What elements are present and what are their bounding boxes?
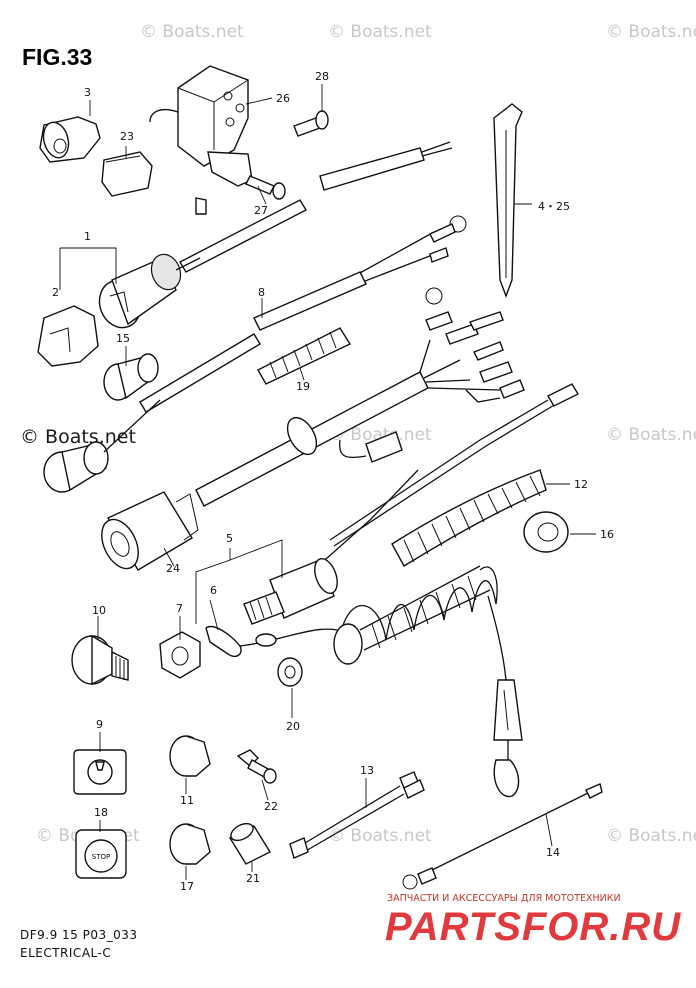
- part-18-stop-plate: STOP: [75, 829, 127, 879]
- part-21-tube: [229, 822, 271, 865]
- main-harness: [195, 287, 579, 547]
- label-part-20: 20: [286, 720, 300, 733]
- coiled-lanyard: [333, 565, 523, 798]
- label-part-12: 12: [574, 478, 588, 491]
- label-part-4-25: 4・25: [538, 200, 570, 213]
- label-part-27: 27: [254, 204, 268, 217]
- label-part-23: 23: [120, 130, 134, 143]
- part-20-washer: [277, 657, 303, 687]
- leader-lines: [59, 84, 596, 880]
- label-part-11: 11: [180, 794, 194, 807]
- part-24-connector: [101, 491, 199, 571]
- label-part-13: 13: [360, 764, 374, 777]
- part-11-cap: [169, 735, 211, 777]
- part-5-stop-switch: [243, 469, 419, 625]
- watermark: © Boats.net: [328, 826, 432, 846]
- part-22-bolt: [236, 749, 277, 784]
- label-part-2: 2: [52, 286, 59, 299]
- label-part-17: 17: [180, 880, 194, 893]
- part-12-corrugated-tube: [391, 469, 547, 567]
- part-8-tube: [139, 271, 367, 413]
- label-part-3: 3: [84, 86, 91, 99]
- part-9-plate: [73, 749, 127, 795]
- watermark: © Boats.net: [328, 22, 432, 42]
- label-part-7: 7: [176, 602, 183, 615]
- watermark: © Boats.net: [606, 425, 696, 445]
- part-4-25-cable-tie: [493, 103, 523, 298]
- figure-title: FIG.33: [22, 44, 93, 70]
- part-17-cap: [169, 823, 211, 865]
- watermark-dark: © Boats.net: [20, 426, 136, 448]
- part-27-screw: [195, 175, 286, 215]
- part-23-pad: [101, 151, 153, 197]
- part-7-nut: [159, 631, 201, 679]
- harness-upper: [179, 141, 467, 291]
- label-part-19: 19: [296, 380, 310, 393]
- grommet-lower-left: [43, 399, 161, 493]
- part-6-clip: [205, 625, 351, 658]
- label-part-5: 5: [226, 532, 233, 545]
- label-part-21: 21: [246, 872, 260, 885]
- label-part-26: 26: [276, 92, 290, 105]
- part-28-screw: [293, 110, 329, 137]
- label-part-8: 8: [258, 286, 265, 299]
- part-16-grommet: [523, 511, 569, 553]
- label-part-6: 6: [210, 584, 217, 597]
- label-part-24: 24: [166, 562, 180, 575]
- label-part-1: 1: [84, 230, 91, 243]
- part-3-plug: [39, 116, 101, 163]
- part-14-lead: [402, 783, 603, 890]
- label-part-10: 10: [92, 604, 106, 617]
- label-part-28: 28: [315, 70, 329, 83]
- part-19-sleeve: [257, 327, 352, 385]
- watermark: © Boats.net: [606, 22, 696, 42]
- model-code: DF9.9 15 P03_033: [20, 928, 138, 942]
- label-part-15: 15: [116, 332, 130, 345]
- stop-plate-text: STOP: [92, 853, 110, 861]
- watermark: © Boats.net: [140, 22, 244, 42]
- watermark: © Boats.net: [606, 826, 696, 846]
- part-1-connector: [98, 253, 201, 329]
- section-name: ELECTRICAL-C: [20, 946, 112, 960]
- part-10-switch: [71, 634, 129, 686]
- part-26-bracket: [149, 65, 253, 187]
- watermark: © Boats.net: [328, 425, 432, 445]
- label-part-16: 16: [600, 528, 614, 541]
- label-part-9: 9: [96, 718, 103, 731]
- part-2-cap: [37, 305, 99, 367]
- part-15-grommet: [103, 353, 159, 401]
- shop-logo: PARTSFOR.RU: [385, 905, 682, 949]
- label-part-18: 18: [94, 806, 108, 819]
- label-part-14: 14: [546, 846, 560, 859]
- label-part-22: 22: [264, 800, 278, 813]
- shop-tagline: ЗАПЧАСТИ И АКСЕССУАРЫ ДЛЯ МОТОТЕХНИКИ: [387, 893, 621, 904]
- part-13-wire-set: [289, 771, 425, 859]
